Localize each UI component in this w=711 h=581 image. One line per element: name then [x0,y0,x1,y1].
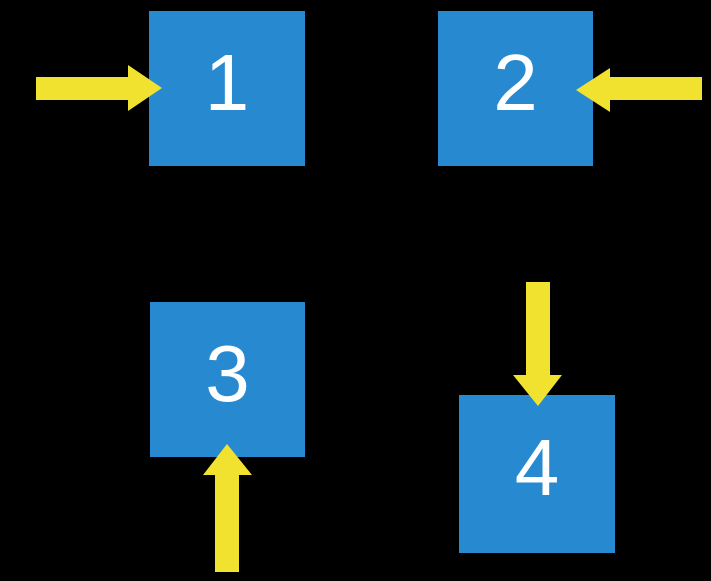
box-4: 4 [459,395,615,553]
box-3: 3 [150,302,305,457]
arrow-down-icon [513,282,562,406]
box-4-label: 4 [514,423,560,512]
arrow-up-icon [203,444,252,572]
box-1: 1 [149,11,305,166]
box-2: 2 [438,11,593,166]
box-3-label: 3 [205,328,250,418]
box-1-label: 1 [204,37,250,127]
box-2-label: 2 [493,37,538,127]
arrow-left-icon [576,68,702,112]
arrow-right-icon [36,65,162,111]
